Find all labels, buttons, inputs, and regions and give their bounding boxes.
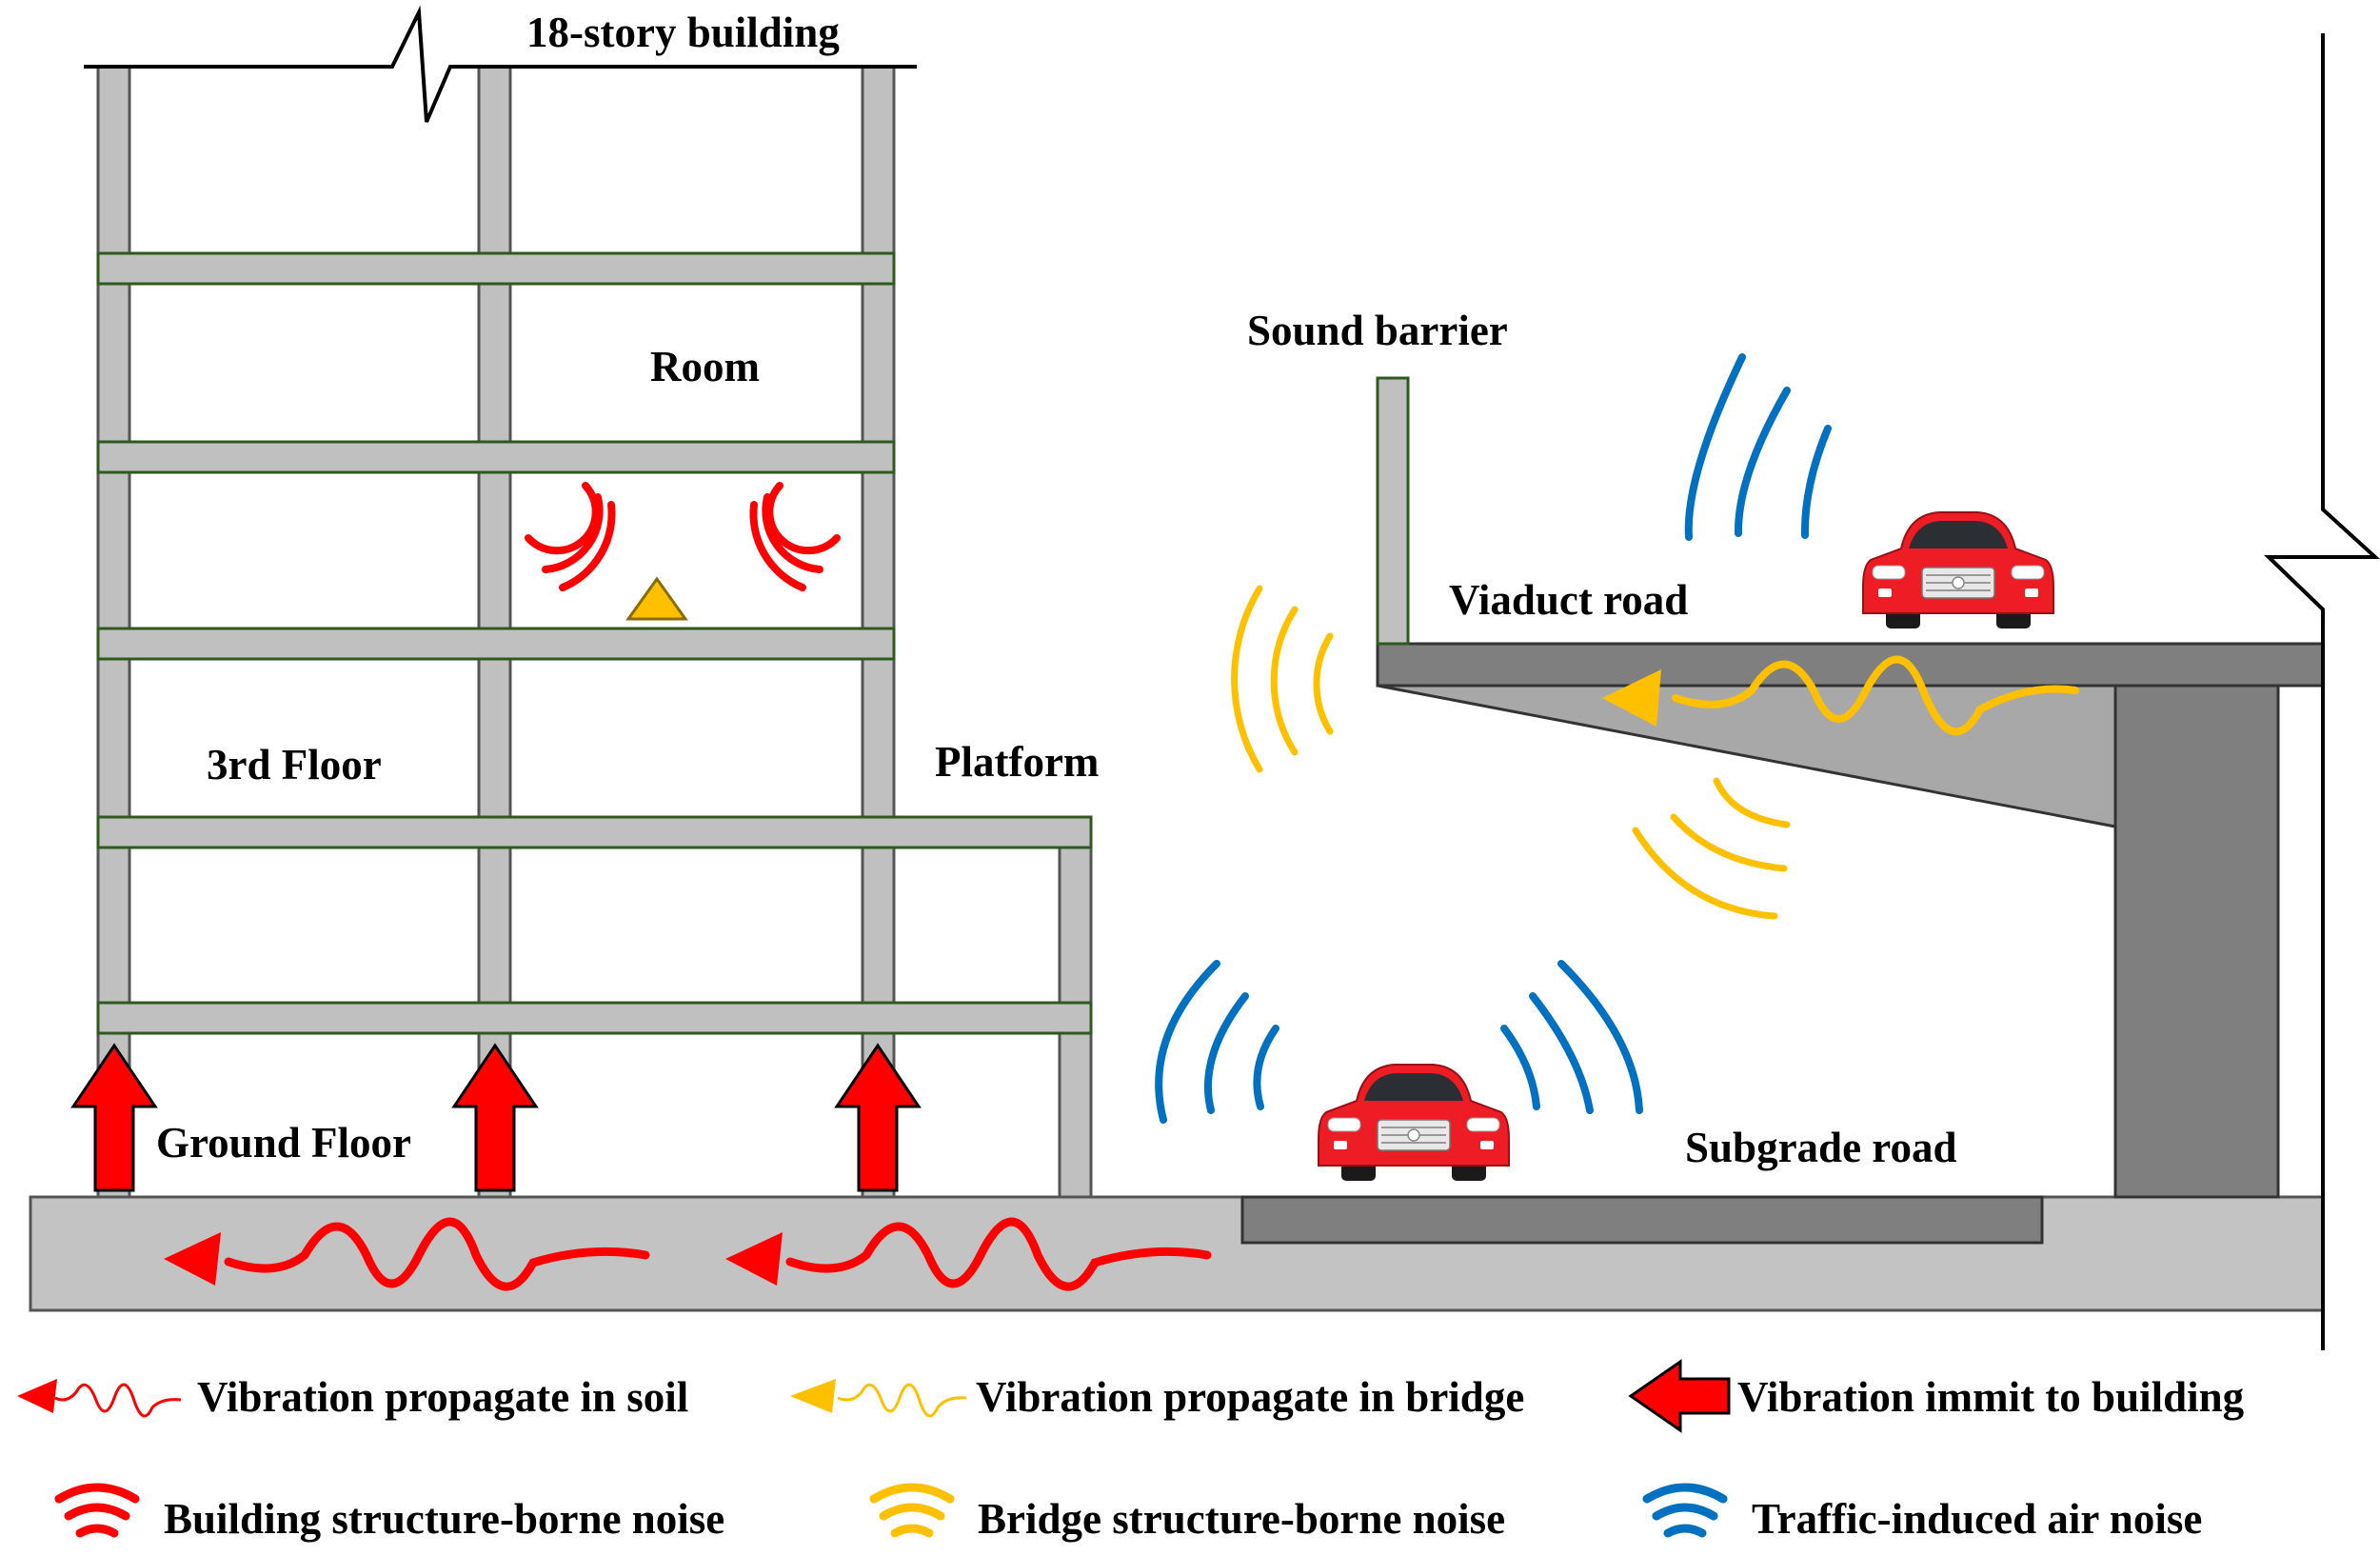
legend-immit-text: Vibration immit to building bbox=[1737, 1373, 2245, 1421]
soil-wave-arrow-icon-1 bbox=[164, 1217, 650, 1291]
floor-slab-3 bbox=[96, 627, 896, 661]
ground-floor-label: Ground Floor bbox=[156, 1119, 411, 1167]
vibration-immit-arrow-icon-3 bbox=[835, 1044, 921, 1192]
viaduct-deck bbox=[1376, 642, 2325, 688]
building-label: 18-story building bbox=[526, 9, 840, 56]
legend-bridge-noise-icon bbox=[869, 1483, 955, 1538]
vibration-immit-arrow-icon-1 bbox=[71, 1044, 157, 1192]
soil-wave-arrow-icon-2 bbox=[725, 1217, 1212, 1291]
subgrade-road-label: Subgrade road bbox=[1685, 1124, 1957, 1171]
viaduct-road-label: Viaduct road bbox=[1449, 576, 1688, 624]
second-floor-slab bbox=[96, 1001, 1093, 1035]
receiver-triangle-icon bbox=[625, 576, 688, 621]
subgrade-road-slab bbox=[1240, 1195, 2044, 1245]
legend-bridge-text: Vibration propagate in bridge bbox=[976, 1373, 1524, 1421]
room-label: Room bbox=[650, 343, 760, 390]
legend-soil-icon bbox=[17, 1379, 182, 1418]
bridge-noise-arcs-left-icon bbox=[1231, 585, 1334, 773]
legend-bridge-noise-text: Bridge structure-borne noise bbox=[978, 1495, 1505, 1543]
vibration-immit-arrow-icon-2 bbox=[452, 1044, 538, 1192]
third-floor-label: 3rd Floor bbox=[207, 741, 382, 788]
floor-slab-1 bbox=[96, 251, 896, 286]
legend-soil-text: Vibration propagate in soil bbox=[197, 1373, 688, 1421]
air-noise-arcs-viaduct-icon bbox=[1684, 353, 1832, 541]
floor-slab-2 bbox=[96, 440, 896, 474]
sound-barrier-label: Sound barrier bbox=[1247, 307, 1508, 354]
third-floor-slab bbox=[96, 815, 1093, 849]
viaduct-car-icon bbox=[1862, 511, 2054, 629]
legend-building-noise-icon bbox=[54, 1483, 140, 1538]
building-noise-arcs-icon bbox=[525, 482, 841, 591]
viaduct-cantilever bbox=[1377, 684, 2117, 828]
bridge-noise-arcs-lower-icon bbox=[1632, 777, 1791, 920]
subgrade-car-icon bbox=[1318, 1064, 1510, 1182]
legend-air-noise-icon bbox=[1642, 1483, 1728, 1538]
legend-immit-icon bbox=[1628, 1359, 1731, 1433]
legend-air-noise-text: Traffic-induced air noise bbox=[1752, 1495, 2202, 1543]
building-break-line bbox=[84, 5, 917, 123]
right-break-line bbox=[2264, 33, 2380, 1350]
legend-bridge-icon bbox=[790, 1379, 967, 1418]
legend-building-noise-text: Building structure-borne noise bbox=[164, 1495, 724, 1543]
sound-barrier-wall bbox=[1376, 376, 1410, 646]
platform-label: Platform bbox=[935, 738, 1099, 786]
viaduct-pier bbox=[2113, 684, 2280, 1199]
air-noise-arcs-subgrade-right-icon bbox=[1500, 960, 1643, 1114]
bridge-wave-arrow-icon bbox=[1602, 655, 2079, 736]
air-noise-arcs-subgrade-left-icon bbox=[1155, 960, 1279, 1124]
